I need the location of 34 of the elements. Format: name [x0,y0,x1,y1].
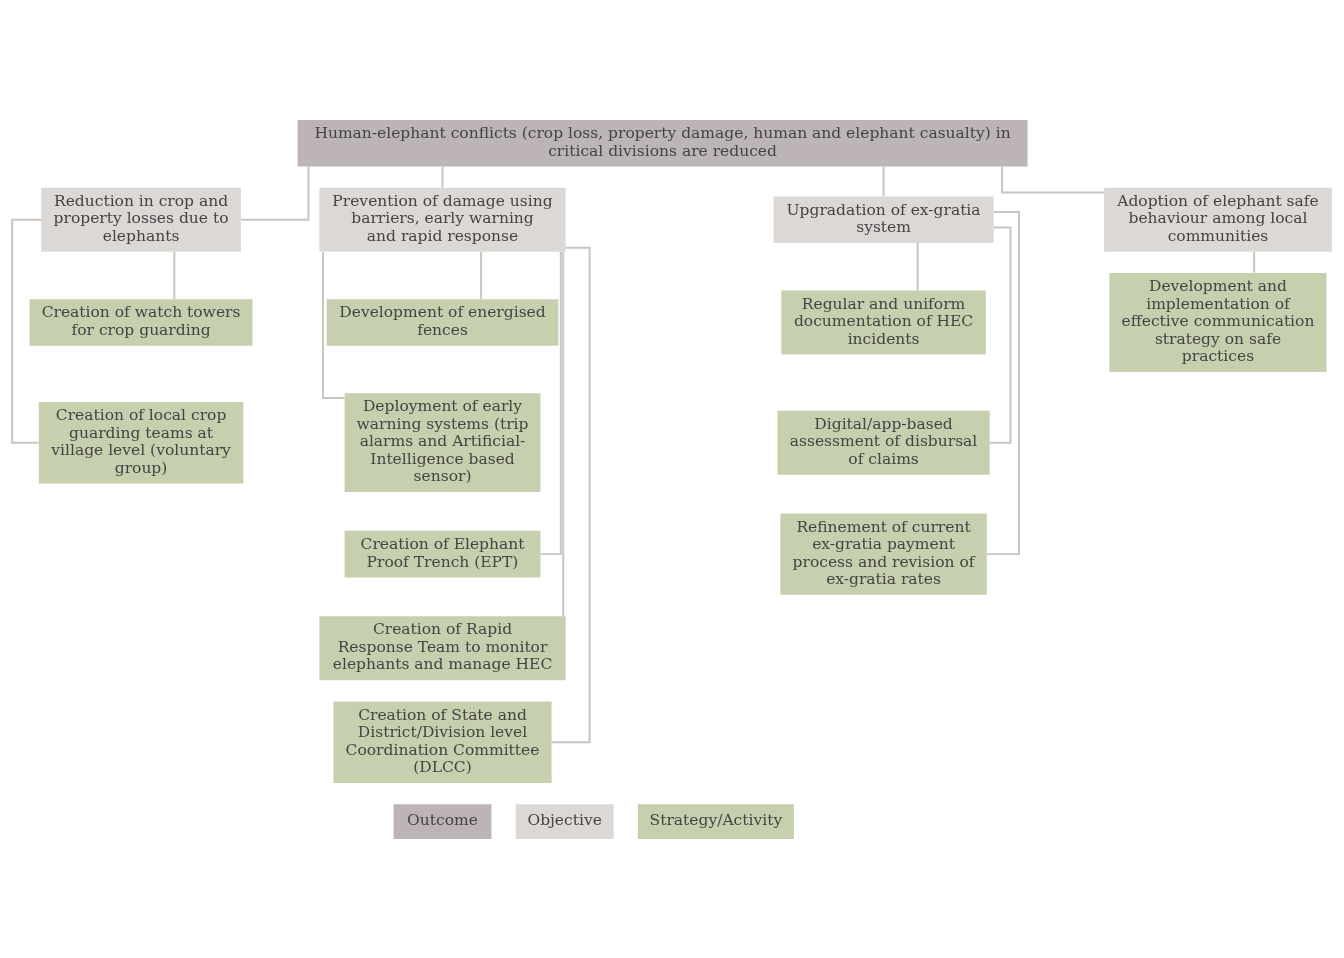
node-box: Deployment of early warning systems (trip alarms and Artificial-Intelligence based sensor) [344,392,541,492]
node-box: Creation of watch towers for crop guarding [29,298,253,346]
node-box: Digital/app-based assessment of disbursal of claims [777,410,990,475]
legend-label: Outcome [407,810,478,829]
connector [882,165,885,197]
node-box: Upgradation of ex-gratia system [773,195,994,243]
node-box: Development of energised fences [326,298,559,346]
connector [562,250,565,617]
node-box: Creation of State and District/Division level Coordination Committee (DLCC) [333,701,552,783]
connector [539,250,562,555]
legend-label: Strategy/Activity [649,810,783,829]
node-box: Reduction in crop and property losses due to elephants [41,187,241,252]
connector [480,250,483,300]
connector [988,226,1012,444]
connector [240,165,310,221]
node-box: Adoption of elephant safe behaviour among local communities [1104,187,1332,252]
legend-label: Objective [527,810,602,829]
connector [916,241,919,291]
connector [1253,250,1256,274]
connector [173,250,176,300]
node-box: Regular and uniform documentation of HEC incidents [781,290,986,354]
connector [550,246,591,743]
connector [11,218,43,444]
node-box: Refinement of current ex-gratia payment process and revision of ex-gratia rates [780,512,987,595]
node-box: Creation of Rapid Response Team to monitor elephants and manage HEC [319,615,566,680]
connector [441,165,444,189]
node-box: Development and implementation of effective communication strategy on safe practices [1109,272,1327,372]
node-box: Creation of local crop guarding teams at village level (voluntary group) [38,401,244,483]
connector [322,250,346,399]
node-box: Creation of Elephant Proof Trench (EPT) [344,530,541,577]
connector [985,210,1020,555]
node-box: Prevention of damage using barriers, early warning and rapid response [319,187,566,252]
node-box: Human-elephant conflicts (crop loss, property damage, human and elephant casualty) in critical divisions are reduced [297,119,1028,166]
connector [1001,164,1105,194]
